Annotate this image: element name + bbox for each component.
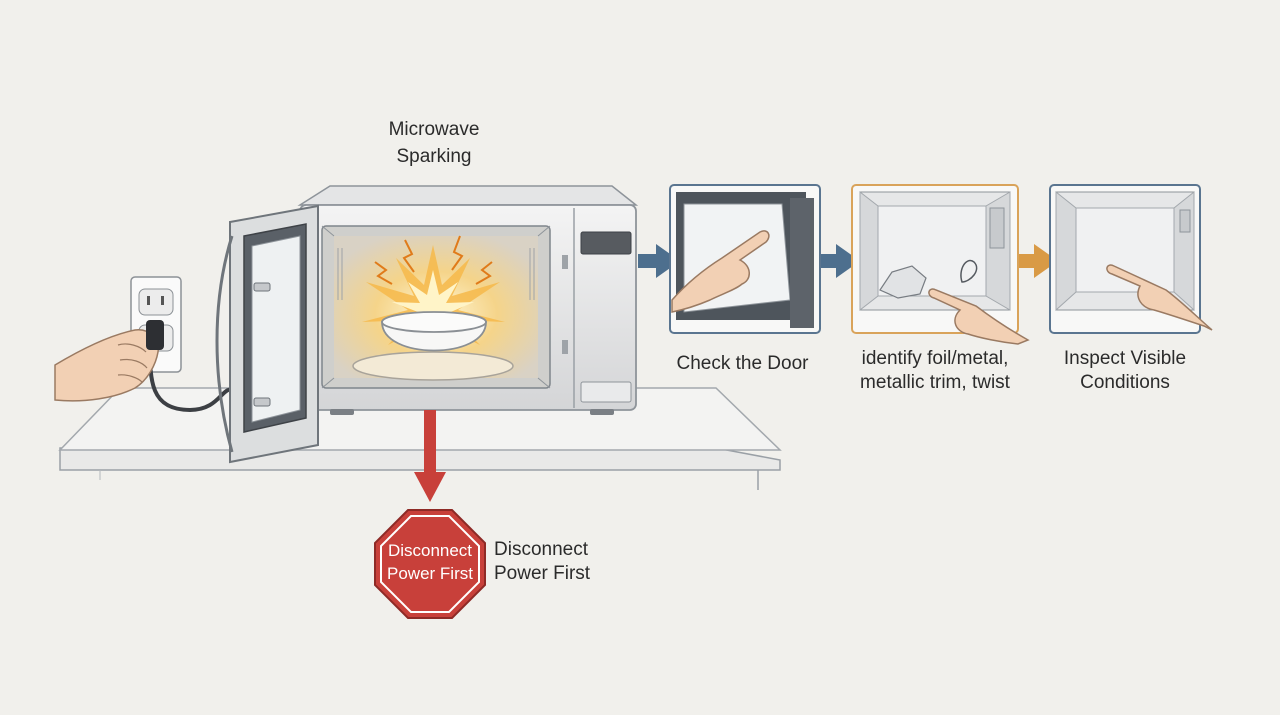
step-1-panel xyxy=(669,184,821,334)
stop-caption-line-1: Disconnect xyxy=(494,539,588,560)
step-2-label-line-1: identify foil/metal, xyxy=(861,348,1009,369)
down-arrow xyxy=(414,410,446,502)
bowl-icon xyxy=(381,311,487,352)
diagram-title-line-2: Sparking xyxy=(396,146,472,167)
step-3-label-line-2: Conditions xyxy=(1080,372,1170,393)
step-arrow-2 xyxy=(820,244,860,278)
hand-icon xyxy=(54,329,159,402)
step-1-label: Check the Door xyxy=(676,353,809,374)
step-3-panel xyxy=(1049,184,1213,334)
step-3-label-line-1: Inspect Visible xyxy=(1063,348,1187,369)
microwave-door xyxy=(215,204,319,464)
stop-sign-text-line-1: Disconnect xyxy=(387,541,473,560)
power-plug-icon xyxy=(146,320,164,350)
stop-sign-icon xyxy=(374,509,486,619)
twist-tie xyxy=(960,259,978,283)
stop-caption-line-2: Power First xyxy=(494,563,591,584)
step-2-label-line-2: metallic trim, twist xyxy=(860,372,1010,393)
step-arrow-1 xyxy=(638,244,680,278)
diagram-title-line-1: Microwave xyxy=(388,119,480,140)
stop-sign-text-line-2: Power First xyxy=(387,564,473,583)
step-2-panel xyxy=(851,184,1030,345)
step-arrow-3 xyxy=(1018,244,1058,278)
pointing-hand-icon xyxy=(671,230,770,313)
crumpled-foil xyxy=(879,265,927,299)
pointing-hand-icon xyxy=(1106,264,1213,331)
pointing-hand-icon xyxy=(928,288,1030,345)
spark-burst-icon xyxy=(362,235,505,350)
